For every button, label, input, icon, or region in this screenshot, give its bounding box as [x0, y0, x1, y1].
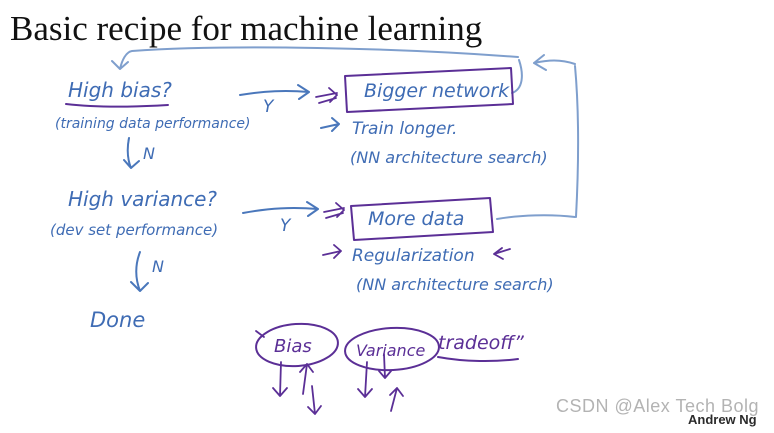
high-variance-question: High variance?	[68, 187, 217, 211]
arrow-train-longer	[320, 117, 340, 132]
loop-arrow-right	[496, 54, 580, 220]
arrow-regularization	[322, 244, 342, 259]
more-data-label: More data	[368, 208, 464, 230]
variance-down-arrow-2	[378, 353, 392, 379]
arrow-bias-yes	[239, 84, 310, 100]
done-label: Done	[90, 308, 145, 332]
bias-down-arrow-2	[307, 385, 322, 415]
regularization-label: Regularization	[352, 246, 475, 266]
bias-up-arrow	[299, 363, 314, 395]
author-credit: Andrew Ng	[688, 412, 757, 427]
bigger-network-box	[344, 67, 514, 113]
nn-arch-search-1: (NN architecture search)	[350, 148, 548, 167]
variance-no-label: N	[152, 257, 164, 276]
train-longer-label: Train longer.	[352, 119, 457, 139]
bias-down-arrow	[272, 361, 288, 397]
chevron-into-more-data	[323, 202, 345, 219]
bias-yes-label: Y	[263, 97, 275, 117]
variance-up-arrow	[389, 387, 404, 412]
arrow-variance-no	[130, 251, 149, 292]
bias-concept-label: Bias	[274, 336, 312, 357]
high-variance-note: (dev set performance)	[50, 221, 218, 239]
regularization-back-arrow	[493, 247, 511, 260]
bias-ellipse-tick	[255, 330, 265, 338]
watermark: CSDN @Alex Tech Bolg	[556, 396, 759, 416]
variance-ellipse	[344, 326, 440, 372]
bigger-network-label: Bigger network	[364, 80, 510, 102]
high-bias-underline	[65, 103, 169, 108]
bias-no-label: N	[143, 144, 155, 163]
tradeoff-label: tradeoff”	[438, 332, 524, 354]
tradeoff-underline	[437, 356, 519, 363]
high-bias-question: High bias?	[68, 78, 172, 102]
bias-ellipse	[255, 322, 339, 368]
chevron-into-bigger-network	[315, 87, 338, 104]
arrow-bias-no	[123, 137, 140, 169]
slide-title: Basic recipe for machine learning	[10, 9, 482, 48]
loop-arrow-top	[111, 46, 523, 94]
arrow-variance-yes	[242, 201, 319, 217]
nn-arch-search-2: (NN architecture search)	[356, 275, 554, 294]
more-data-box	[350, 197, 494, 241]
high-bias-note: (training data performance)	[55, 116, 251, 132]
variance-yes-label: Y	[280, 216, 292, 236]
variance-concept-label: Variance	[356, 341, 425, 360]
variance-down-arrow	[357, 361, 373, 398]
